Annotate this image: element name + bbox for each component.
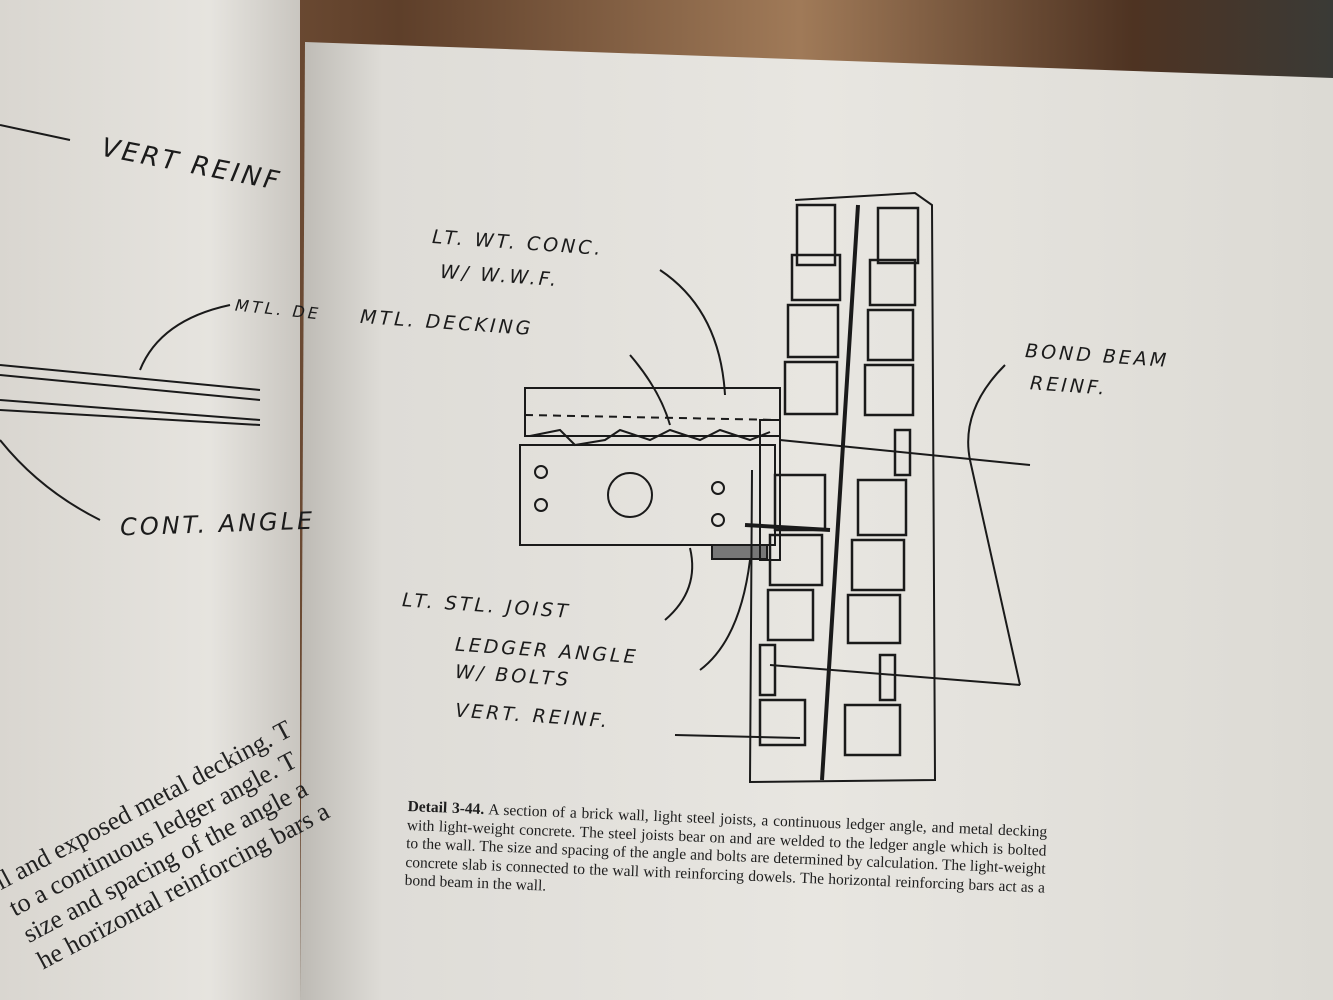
leader-line — [664, 547, 694, 621]
concrete-slab — [524, 387, 781, 437]
leader-line — [699, 559, 751, 671]
left-book-page — [0, 0, 300, 1000]
brick-wall — [748, 191, 937, 784]
leader-line — [659, 269, 726, 396]
leader-line — [0, 439, 101, 521]
right-book-page — [300, 42, 1333, 1000]
leader-line — [629, 354, 671, 426]
steel-joist — [519, 444, 776, 546]
leader-line — [139, 304, 231, 371]
left-decking — [0, 364, 261, 426]
leader-line — [674, 734, 801, 739]
leader-line — [0, 124, 71, 141]
leader-line — [967, 364, 1021, 686]
bond-beam-bar — [779, 439, 1031, 466]
vertical-reinforcement — [820, 204, 860, 781]
joist-hole — [607, 472, 653, 518]
bricks — [758, 203, 920, 757]
caption-title: Detail 3-44. — [407, 798, 485, 819]
metal-decking — [529, 428, 771, 447]
